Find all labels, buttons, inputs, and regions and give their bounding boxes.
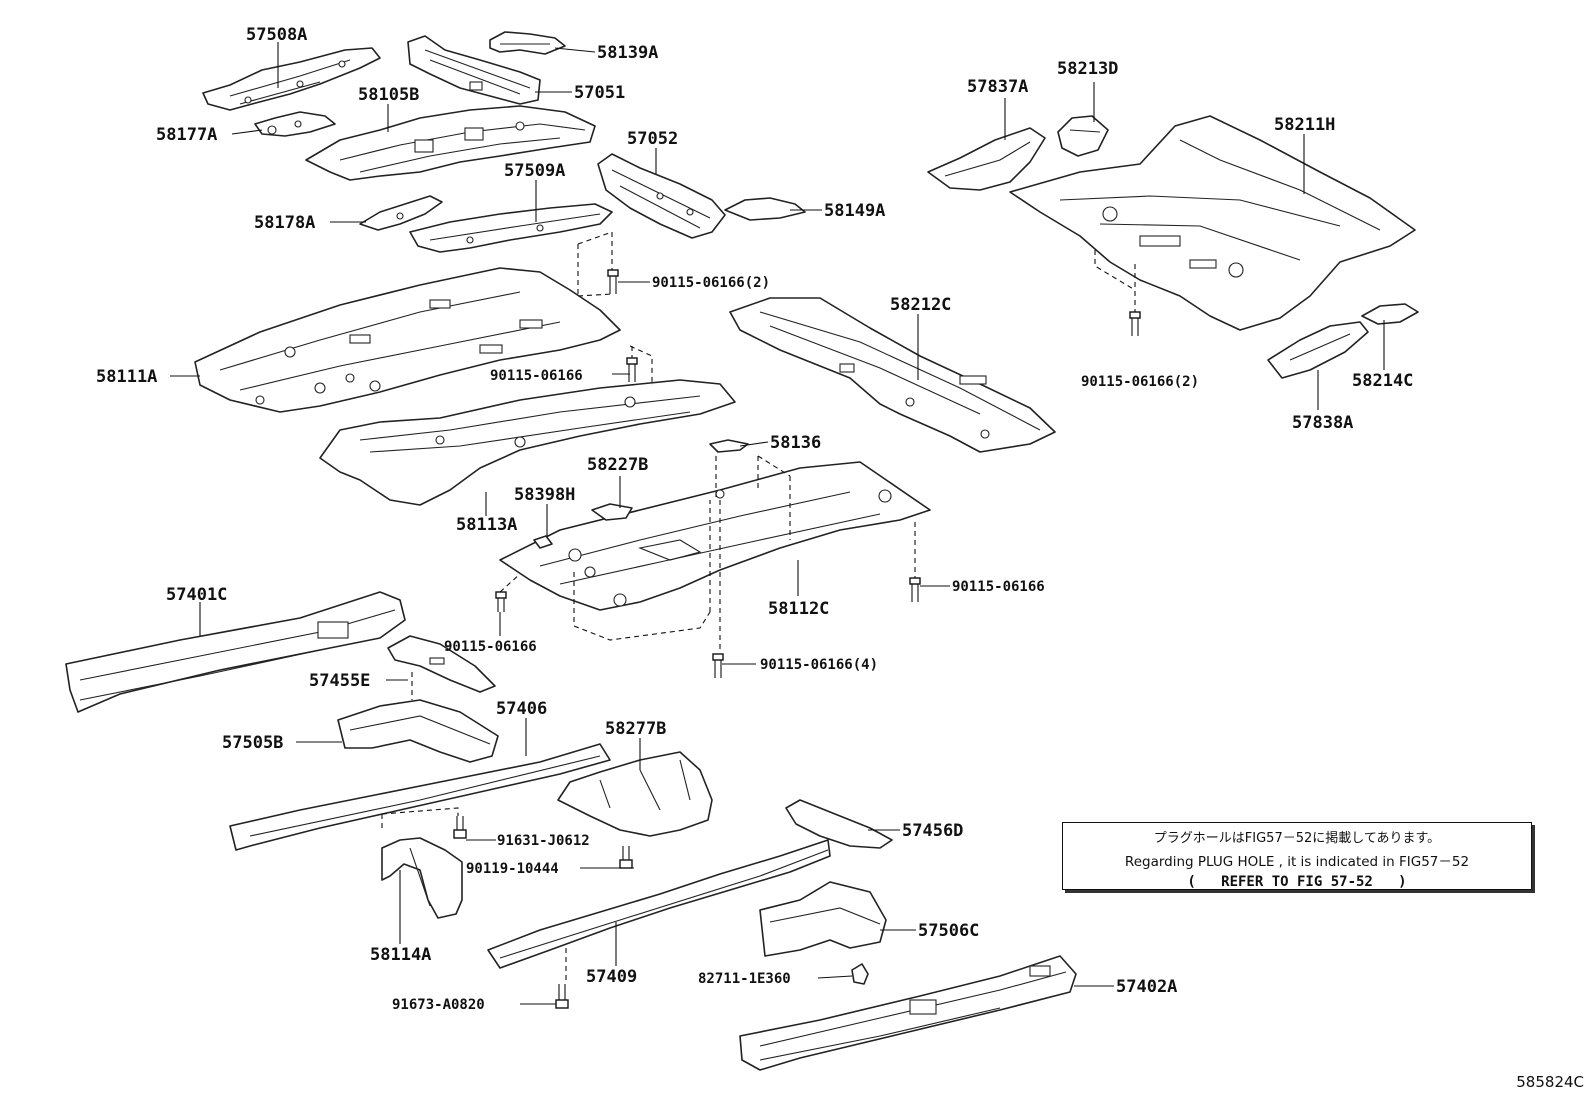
part-57456D[interactable] (785, 799, 893, 849)
part-58211H[interactable] (1009, 115, 1416, 331)
label-58113A: 58113A (456, 515, 517, 535)
label-58277B: 58277B (605, 719, 666, 739)
label-58114A: 58114A (370, 945, 431, 965)
note-japanese: プラグホールはFIG57－52に掲載してあります。 (1153, 831, 1441, 846)
label-57401C: 57401C (166, 585, 227, 605)
part-57409[interactable] (487, 839, 831, 969)
part-58139A[interactable] (489, 31, 566, 55)
note-english: Regarding PLUG HOLE , it is indicated in… (1124, 854, 1470, 870)
part-58214C[interactable] (1361, 303, 1419, 325)
part-57837A[interactable] (927, 127, 1046, 191)
part-57455E[interactable] (387, 635, 496, 693)
label-58136: 58136 (770, 433, 821, 453)
label-90115-06166-2b: 90115-06166(2) (1081, 374, 1199, 390)
label-90115-06166-b: 90115-06166 (952, 579, 1045, 595)
label-57508A: 57508A (246, 25, 307, 45)
label-58139A: 58139A (597, 43, 658, 63)
part-57508A[interactable] (202, 47, 381, 111)
label-82711-1E360: 82711-1E360 (698, 971, 791, 987)
part-labels: 57508A 58139A 57051 58105B 58177A 57052 … (96, 25, 1413, 1013)
label-57505B: 57505B (222, 733, 283, 753)
label-58177A: 58177A (156, 125, 217, 145)
label-58112C: 58112C (768, 599, 829, 619)
label-90115-06166-2a: 90115-06166(2) (652, 275, 770, 291)
label-90115-06166-4: 90115-06166(4) (760, 657, 878, 673)
part-57051[interactable] (407, 35, 541, 105)
label-90115-06166-c: 90115-06166 (444, 639, 537, 655)
part-58277B[interactable] (557, 751, 713, 837)
part-82711-1E360[interactable] (851, 963, 869, 985)
part-58213D[interactable] (1057, 115, 1109, 157)
part-58149A[interactable] (724, 197, 806, 221)
note-reference-link[interactable]: ( REFER TO FIG 57-52 ) (1187, 874, 1407, 890)
part-57401C[interactable] (65, 591, 406, 713)
part-57505B[interactable] (337, 699, 499, 763)
part-58178A[interactable] (359, 195, 443, 231)
label-58212C: 58212C (890, 295, 951, 315)
label-57455E: 57455E (309, 671, 370, 691)
bolt-icon (453, 269, 1141, 1009)
label-58213D: 58213D (1057, 59, 1118, 79)
part-58105B[interactable] (305, 105, 596, 181)
label-57051: 57051 (574, 83, 625, 103)
label-91631-J0612: 91631-J0612 (497, 833, 590, 849)
part-57406[interactable] (229, 743, 611, 851)
label-58214C: 58214C (1352, 371, 1413, 391)
label-90115-06166-a: 90115-06166 (490, 368, 583, 384)
reference-note: プラグホールはFIG57－52に掲載してあります。 Regarding PLUG… (1062, 822, 1532, 890)
label-57406: 57406 (496, 699, 547, 719)
label-58227B: 58227B (587, 455, 648, 475)
part-58113A[interactable] (319, 379, 736, 506)
part-57402A[interactable] (739, 955, 1077, 1071)
part-58112C[interactable] (499, 461, 931, 611)
locator-lines (381, 231, 1136, 984)
figure-id: 585824C (1516, 1073, 1584, 1091)
label-57409: 57409 (586, 967, 637, 987)
leader-lines (170, 42, 1385, 1005)
part-57509A[interactable] (409, 203, 613, 253)
part-58136[interactable] (709, 439, 749, 453)
label-58178A: 58178A (254, 213, 315, 233)
label-57506C: 57506C (918, 921, 979, 941)
label-58398H: 58398H (514, 485, 575, 505)
label-57456D: 57456D (902, 821, 963, 841)
label-57837A: 57837A (967, 77, 1028, 97)
label-58105B: 58105B (358, 85, 419, 105)
part-57052[interactable] (597, 153, 726, 239)
part-58111A[interactable] (194, 267, 621, 413)
label-58111A: 58111A (96, 367, 157, 387)
label-57402A: 57402A (1116, 977, 1177, 997)
label-57509A: 57509A (504, 161, 565, 181)
part-57838A[interactable] (1267, 321, 1369, 379)
label-57838A: 57838A (1292, 413, 1353, 433)
label-90119-10444: 90119-10444 (466, 861, 559, 877)
part-58227B[interactable] (591, 503, 633, 521)
label-57052: 57052 (627, 129, 678, 149)
label-58149A: 58149A (824, 201, 885, 221)
part-58114A[interactable] (381, 837, 463, 919)
label-58211H: 58211H (1274, 115, 1335, 135)
label-91673-A0820: 91673-A0820 (392, 997, 485, 1013)
part-58177A[interactable] (254, 111, 336, 137)
part-58212C[interactable] (729, 297, 1056, 453)
part-57506C[interactable] (759, 881, 887, 957)
part-58398H[interactable] (533, 535, 553, 549)
